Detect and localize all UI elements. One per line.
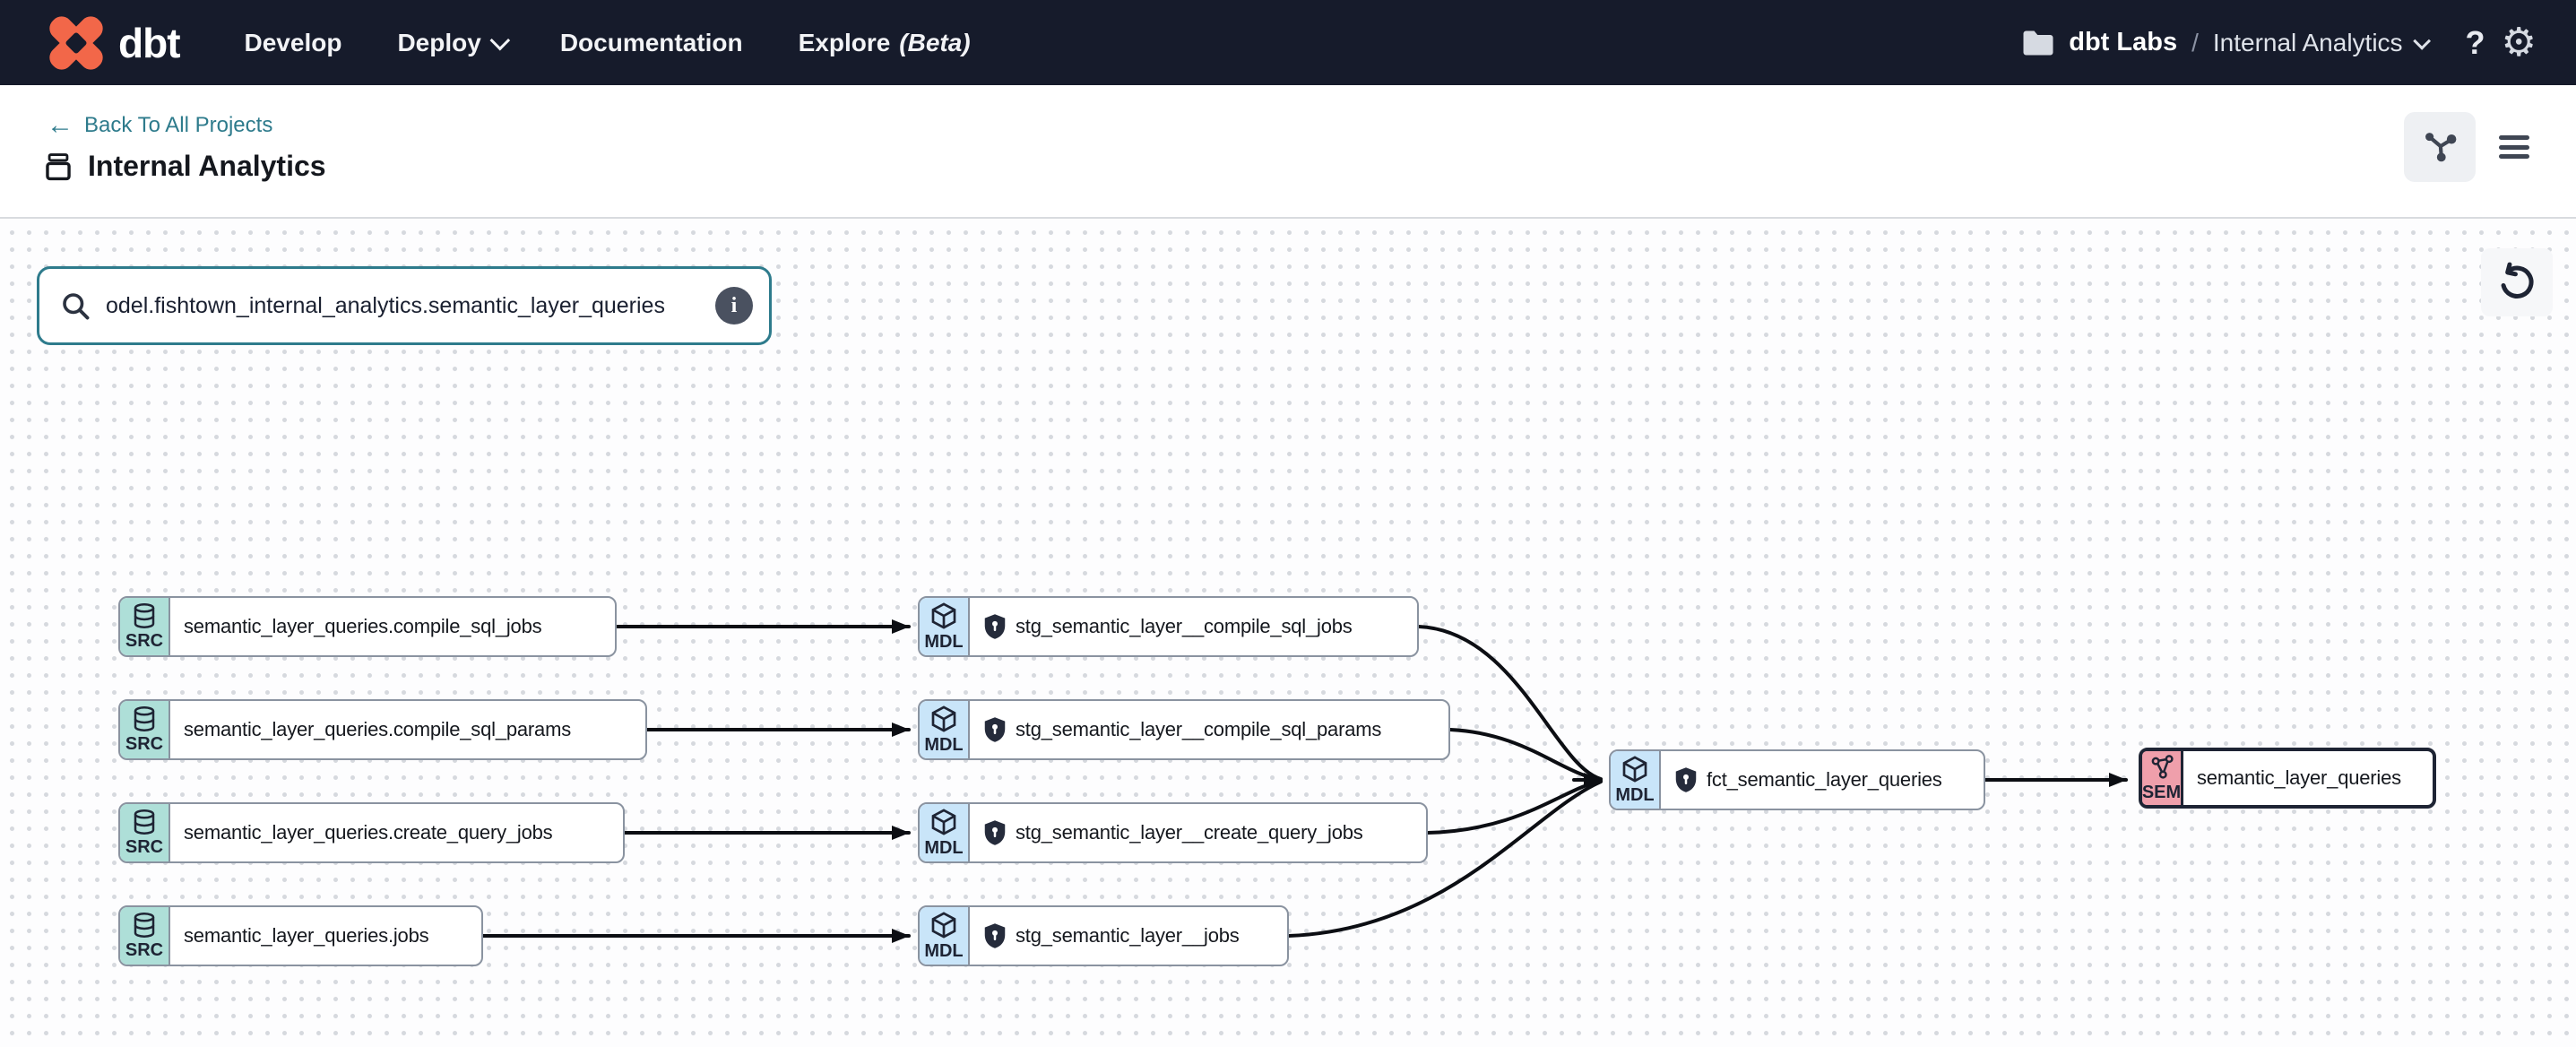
shield-icon	[1675, 767, 1697, 792]
help-button[interactable]: ?	[2465, 23, 2485, 61]
shield-icon	[984, 820, 1006, 845]
node-type-badge: SEM	[2142, 751, 2183, 805]
node-model-fct-semantic-layer-queries[interactable]: MDL fct_semantic_layer_queries	[1609, 749, 1985, 810]
search-value: odel.fishtown_internal_analytics.semanti…	[106, 292, 665, 318]
node-type-badge: MDL	[920, 598, 970, 655]
nav-documentation[interactable]: Documentation	[559, 28, 743, 56]
node-source-compile-sql-jobs[interactable]: SRC semantic_layer_queries.compile_sql_j…	[118, 596, 617, 657]
nav-develop[interactable]: Develop	[244, 28, 342, 56]
reset-view-button[interactable]	[2481, 248, 2553, 316]
dbt-logo[interactable]: dbt	[45, 11, 181, 74]
node-source-jobs[interactable]: SRC semantic_layer_queries.jobs	[118, 905, 483, 966]
org-name[interactable]: dbt Labs	[2069, 28, 2178, 56]
left-arrow-icon: ←	[47, 110, 73, 140]
search-icon	[63, 293, 90, 320]
page-title: Internal Analytics	[88, 150, 326, 182]
node-type-badge: SRC	[120, 804, 170, 861]
lineage-view-button[interactable]	[2404, 112, 2476, 182]
node-model-stg-create-query-jobs[interactable]: MDL stg_semantic_layer__create_query_job…	[918, 802, 1428, 863]
dbt-logo-icon	[45, 11, 108, 74]
dbt-logo-text: dbt	[118, 19, 181, 66]
cube-icon	[931, 705, 956, 732]
lineage-icon	[2425, 133, 2457, 162]
top-header: dbt Develop Deploy Documentation Explore…	[0, 0, 2576, 85]
shield-icon	[984, 614, 1006, 639]
info-icon[interactable]: i	[715, 287, 753, 324]
nav-explore[interactable]: Explore (Beta)	[798, 28, 971, 56]
database-icon	[134, 602, 155, 628]
node-type-badge: MDL	[920, 701, 970, 758]
lineage-canvas[interactable]: odel.fishtown_internal_analytics.semanti…	[0, 217, 2576, 1047]
account-breadcrumb: dbt Labs / Internal Analytics	[2022, 28, 2431, 57]
chevron-down-icon	[2412, 31, 2431, 50]
gear-icon[interactable]: ⚙	[2501, 20, 2537, 65]
menu-button[interactable]	[2499, 135, 2529, 159]
search-input[interactable]: odel.fishtown_internal_analytics.semanti…	[37, 266, 772, 345]
node-source-compile-sql-params[interactable]: SRC semantic_layer_queries.compile_sql_p…	[118, 699, 647, 760]
node-model-stg-compile-sql-jobs[interactable]: MDL stg_semantic_layer__compile_sql_jobs	[918, 596, 1419, 657]
node-semantic-layer-queries[interactable]: SEM semantic_layer_queries	[2139, 748, 2436, 809]
node-type-badge: SRC	[120, 598, 170, 655]
beta-badge: (Beta)	[899, 28, 971, 56]
cube-icon	[931, 601, 956, 629]
lineage-edges	[481, 619, 2128, 943]
cube-icon	[931, 911, 956, 939]
shield-icon	[984, 717, 1006, 742]
semantic-model-icon	[2151, 754, 2174, 779]
node-type-badge: MDL	[1611, 751, 1661, 809]
reset-icon	[2501, 262, 2534, 299]
database-icon	[134, 705, 155, 731]
cube-icon	[1622, 755, 1647, 783]
node-model-stg-jobs[interactable]: MDL stg_semantic_layer__jobs	[918, 905, 1289, 966]
node-model-stg-compile-sql-params[interactable]: MDL stg_semantic_layer__compile_sql_para…	[918, 699, 1450, 760]
project-selector[interactable]: Internal Analytics	[2213, 29, 2431, 57]
main-nav: Develop Deploy Documentation Explore (Be…	[245, 29, 971, 57]
back-to-projects-link[interactable]: ← Back To All Projects	[47, 110, 273, 140]
node-type-badge: MDL	[920, 907, 970, 965]
node-source-create-query-jobs[interactable]: SRC semantic_layer_queries.create_query_…	[118, 802, 625, 863]
folder-icon	[2023, 30, 2053, 55]
node-type-badge: MDL	[920, 804, 970, 861]
breadcrumb-separator: /	[2191, 28, 2199, 56]
header-right: dbt Labs / Internal Analytics ? ⚙	[2022, 20, 2537, 65]
shield-icon	[984, 923, 1006, 948]
node-type-badge: SRC	[120, 907, 170, 965]
project-subheader: ← Back To All Projects Internal Analytic…	[0, 85, 2576, 217]
database-icon	[134, 912, 155, 938]
view-toolbar	[2404, 112, 2553, 182]
database-icon	[134, 809, 155, 835]
nav-deploy[interactable]: Deploy	[397, 29, 510, 57]
project-icon	[46, 152, 71, 180]
node-type-badge: SRC	[120, 701, 170, 758]
cube-icon	[931, 808, 956, 835]
chevron-down-icon	[489, 30, 510, 50]
